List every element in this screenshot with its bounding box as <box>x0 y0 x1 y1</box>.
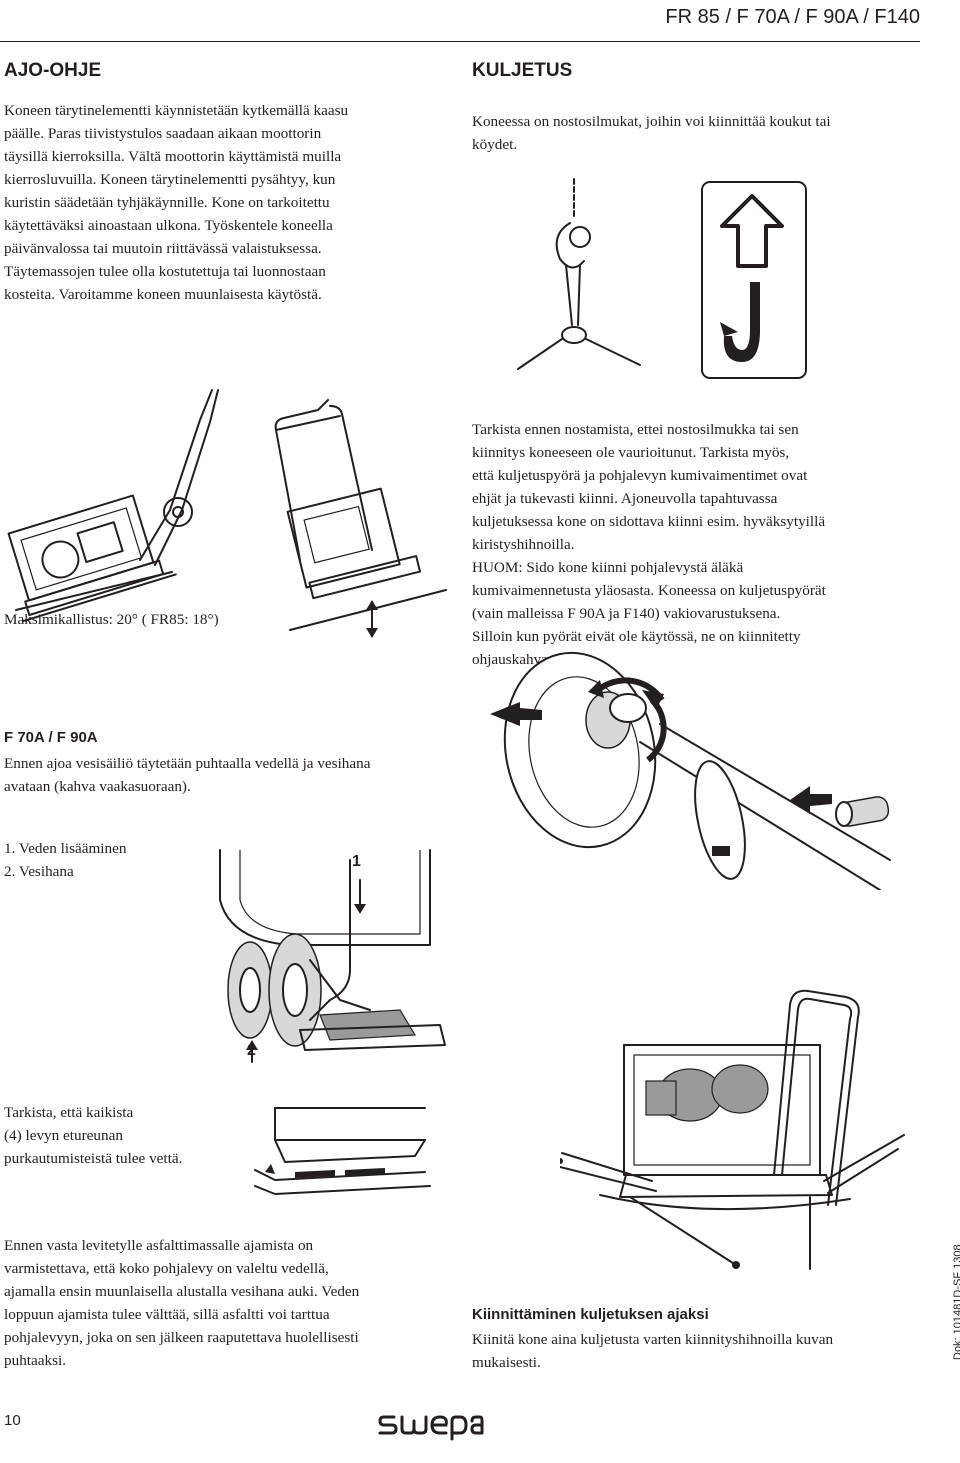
section-title-transport: KULJETUS <box>472 60 573 81</box>
text-line: Silloin kun pyörät eivät ole käytössä, n… <box>472 628 801 645</box>
text-line: avataan (kahva vaakasuoraan). <box>4 778 191 795</box>
swepac-logo-mark <box>378 1415 484 1441</box>
water-outlet-illustration <box>254 1107 431 1195</box>
text-line: täysillä kierroksilla. Vältä moottorin k… <box>4 148 342 165</box>
text-line: päälle. Paras tiivistystulos saadaan aik… <box>4 125 322 142</box>
text-line: HUOM: Sido kone kiinni pohjalevystä äläk… <box>472 559 744 576</box>
text-line: pohjalevyyn, joka on sen jälkeen raapute… <box>4 1329 359 1346</box>
transport-intro-text: Koneessa on nostosilmukat, joihin voi ki… <box>472 110 922 156</box>
text-line: että kuljetuspyörä ja pohjalevyn kumivai… <box>472 467 808 484</box>
hook-symbol-icon <box>701 181 807 379</box>
text-line: (4) levyn etureunan <box>4 1127 123 1144</box>
section-title-driving: AJO-OHJE <box>4 60 102 81</box>
text-line: kierrosluvuilla. Koneen tärytinelementti… <box>4 171 336 188</box>
text-line: kuljetuksessa kone on sidottava kiinni e… <box>472 513 826 530</box>
text-line: Koneen tärytinelementti käynnistetään ky… <box>4 102 349 119</box>
text-line: kuristin säädetään tyhjäkäynnille. Kone … <box>4 194 330 211</box>
text-line: Ennen ajoa vesisäiliö täytetään puhtaall… <box>4 755 371 772</box>
text-line: Täytemassojen tulee olla kostutettuja ta… <box>4 263 326 280</box>
driving-instructions-text: Koneen tärytinelementti käynnistetään ky… <box>4 99 444 306</box>
transport-wheel-illustration <box>490 651 891 890</box>
text-line: kumivaimennetusta yläosasta. Koneessa on… <box>472 582 826 599</box>
check-water-text: Tarkista, että kaikista (4) levyn etureu… <box>4 1101 182 1170</box>
f70-f90-title: F 70A / F 90A <box>4 729 98 746</box>
text-line: Koneessa on nostosilmukat, joihin voi ki… <box>472 113 831 130</box>
text-line: päivänvalossa tai muutoin riittävässä va… <box>4 240 322 257</box>
securing-title: Kiinnittäminen kuljetuksen ajaksi <box>472 1306 709 1323</box>
list-item: 2. Vesihana <box>4 863 74 880</box>
logo-text: swepac <box>486 1411 487 1412</box>
document-header-title: FR 85 / F 70A / F 90A / F140 <box>665 6 920 28</box>
text-line: Tarkista, että kaikista <box>4 1104 134 1121</box>
text-line: Kiinitä kone aina kuljetusta varten kiin… <box>472 1331 834 1348</box>
text-line: Ennen vasta levitetylle asfalttimassalle… <box>4 1237 314 1254</box>
text-line: köydet. <box>472 136 518 153</box>
text-line: mukaisesti. <box>472 1354 541 1371</box>
text-line: Tarkista ennen nostamista, ettei nostosi… <box>472 421 799 438</box>
text-line: kiinnitys koneeseen ole vaurioitunut. Ta… <box>472 444 790 461</box>
callout-1: 1 <box>352 853 361 870</box>
max-tilt-illustration <box>7 389 447 638</box>
lifting-hook-illustration <box>517 178 641 370</box>
max-tilt-caption: Maksimikallistus: 20° ( FR85: 18°) <box>4 611 219 628</box>
page-number: 10 <box>4 1412 21 1429</box>
text-line: loppuun ajamista tulee välttää, sillä as… <box>4 1306 330 1323</box>
text-line: (vain malleissa F 90A ja F140) vakiovaru… <box>472 605 781 622</box>
f70-f90-text: Ennen ajoa vesisäiliö täytetään puhtaall… <box>4 752 454 798</box>
text-line: kosteita. Varoitamme koneen muunlaisesta… <box>4 286 322 303</box>
list-item: 1. Veden lisääminen <box>4 840 127 857</box>
water-parts-list: 1. Veden lisääminen 2. Vesihana <box>4 837 126 883</box>
text-line: purkautumisteistä tulee vettä. <box>4 1150 183 1167</box>
transport-check-text: Tarkista ennen nostamista, ettei nostosi… <box>472 418 922 671</box>
text-line: ajamalla ensin muunlaisella alustalla ve… <box>4 1283 360 1300</box>
swepac-logo: swepac <box>376 1411 486 1446</box>
text-line: käytettäväksi ainoastaan ulkona. Työsken… <box>4 217 333 234</box>
strapped-machine-illustration <box>560 989 905 1270</box>
callout-2: 2 <box>247 1042 256 1059</box>
text-line: varmistettava, että koko pohjalevy on va… <box>4 1260 329 1277</box>
header-divider <box>0 41 920 42</box>
asphalt-text: Ennen vasta levitetylle asfalttimassalle… <box>4 1234 454 1372</box>
text-line: puhtaaksi. <box>4 1352 67 1369</box>
water-tank-illustration <box>219 849 446 1063</box>
document-code: Dok: 101481D-SF 1308 <box>952 1244 960 1360</box>
text-line: kiristyshihnoilla. <box>472 536 575 553</box>
securing-text: Kiinitä kone aina kuljetusta varten kiin… <box>472 1328 922 1374</box>
text-line: ehjät ja tukevasti kiinni. Ajoneuvolla t… <box>472 490 778 507</box>
